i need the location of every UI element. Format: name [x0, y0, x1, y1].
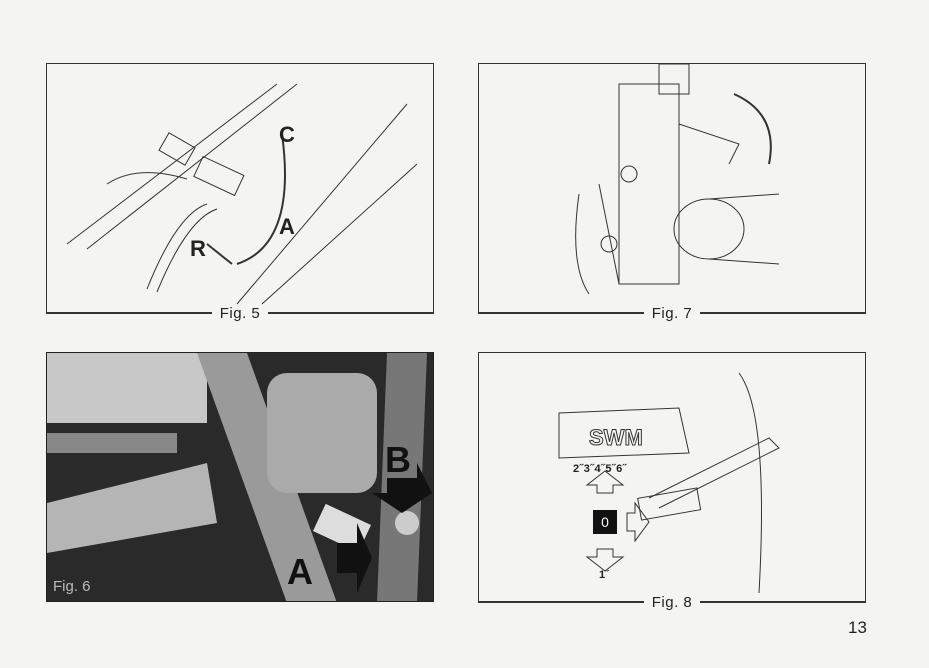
gear-lever-illustration: SWM: [558, 372, 780, 594]
throttle-cable-illustration: [66, 83, 418, 305]
figure-7-frame: [478, 63, 866, 313]
page-number: 13: [848, 618, 867, 637]
first-gear-label: 1˝: [599, 569, 609, 581]
label-r: R: [190, 236, 206, 261]
label-a: A: [279, 214, 295, 239]
figure-7: Fig. 7: [478, 63, 867, 322]
figure-caption: Fig. 5: [211, 304, 269, 322]
label-b: B: [385, 439, 411, 480]
carburetor-illustration: [575, 64, 780, 295]
figure-caption: Fig. 8: [643, 593, 701, 611]
upshift-gears-label: 2˝3˝4˝5˝6˝: [573, 463, 627, 475]
svg-text:SWM: SWM: [589, 425, 643, 450]
label-c: C: [279, 122, 295, 147]
carburetor-photo: [47, 353, 432, 601]
figure-8-frame: SWM 2˝3˝4˝5˝6˝ 0 1˝: [478, 352, 866, 602]
figure-caption: Fig. 6: [53, 578, 91, 595]
label-a: A: [287, 551, 313, 592]
figure-6-photo: A B Fig. 6: [46, 352, 434, 602]
figure-5-frame: C A R: [46, 63, 434, 313]
figure-6: A B Fig. 6: [46, 352, 434, 602]
neutral-label: 0: [593, 510, 617, 534]
figure-5: C A R Fig. 5: [46, 63, 435, 322]
figure-8: SWM 2˝3˝4˝5˝6˝ 0 1˝ Fig. 8: [478, 352, 867, 611]
figure-caption: Fig. 7: [643, 304, 701, 322]
